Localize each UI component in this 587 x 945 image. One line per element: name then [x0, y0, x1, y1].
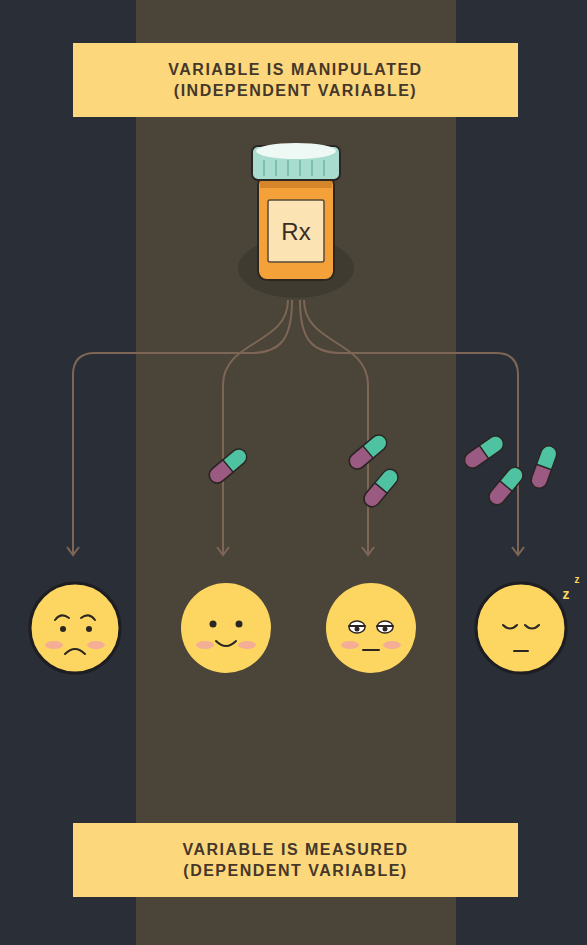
- happy-face: [181, 583, 271, 673]
- drowsy-face: [326, 583, 416, 673]
- sleep-z: z: [575, 575, 580, 585]
- worried-face: [30, 583, 120, 673]
- faces: [30, 583, 566, 673]
- sleep-z: z: [563, 587, 570, 601]
- center-band: [136, 0, 456, 945]
- branch-lines: [67, 300, 524, 555]
- sleeping-face: [476, 583, 566, 673]
- banner-text: VARIABLE IS MEASURED (DEPENDENT VARIABLE…: [131, 839, 461, 881]
- independent-variable-banner: VARIABLE IS MANIPULATED (INDEPENDENT VAR…: [73, 43, 518, 117]
- pill-bottle: [238, 143, 354, 298]
- pills: [206, 432, 559, 510]
- banner-text: VARIABLE IS MANIPULATED (INDEPENDENT VAR…: [131, 59, 461, 101]
- dependent-variable-banner: VARIABLE IS MEASURED (DEPENDENT VARIABLE…: [73, 823, 518, 897]
- rx-symbol: Rx: [281, 220, 310, 244]
